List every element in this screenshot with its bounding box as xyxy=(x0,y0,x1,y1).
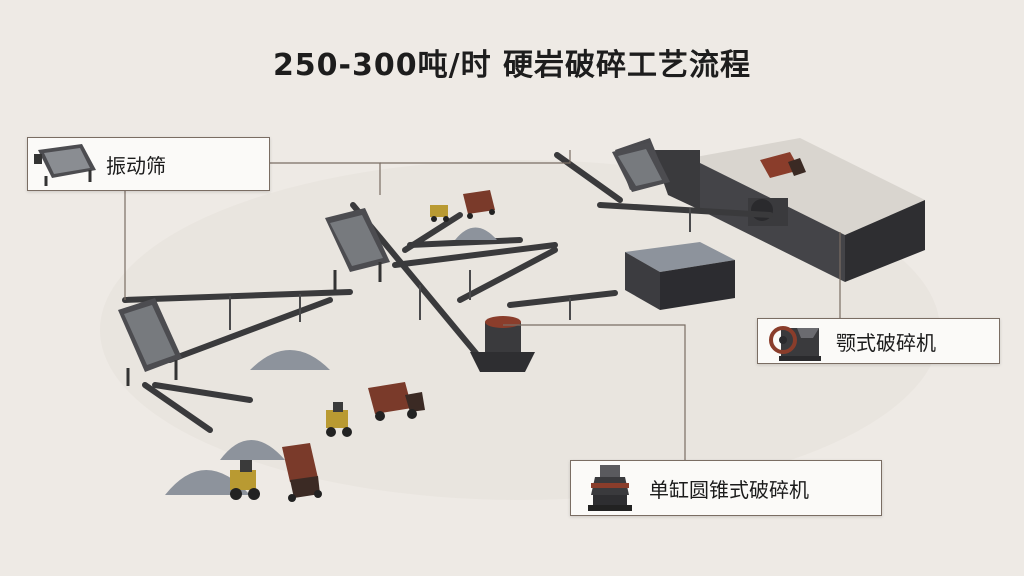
conveyor-4 xyxy=(407,237,523,248)
callout-vibrating-screen: 振动筛 xyxy=(27,137,270,191)
feed-bin xyxy=(652,138,925,282)
vibrating-screen-center xyxy=(325,208,390,290)
conveyor-7 xyxy=(122,289,353,303)
conveyor-11 xyxy=(152,382,253,403)
wheel-loader-2 xyxy=(230,460,260,500)
jaw-crusher-icon xyxy=(758,319,836,363)
conveyor-10 xyxy=(402,212,463,253)
conveyor-5 xyxy=(392,242,558,268)
conveyor-12 xyxy=(142,382,213,433)
vibrating-screen-left xyxy=(118,298,182,386)
wheel-loader-1 xyxy=(326,402,352,437)
dump-truck-3 xyxy=(463,190,495,219)
conveyor-8 xyxy=(167,297,333,363)
wheel-loader-3 xyxy=(430,205,449,222)
callout-label-cone: 单缸圆锥式破碎机 xyxy=(649,477,809,502)
vibrating-screen-icon xyxy=(28,138,106,190)
conveyor-6 xyxy=(457,247,558,303)
dump-truck-2 xyxy=(282,443,322,502)
callout-label-jaw: 颚式破碎机 xyxy=(836,330,936,355)
leader-line-cone xyxy=(503,324,686,460)
cone-crusher-icon xyxy=(571,461,649,515)
callout-cone-crusher: 单缸圆锥式破碎机 xyxy=(570,460,882,516)
material-pit xyxy=(625,242,735,310)
conveyor-2 xyxy=(597,202,773,218)
leader-line-screen-top xyxy=(380,150,571,164)
callout-jaw-crusher: 颚式破碎机 xyxy=(757,318,1000,364)
callout-label-screen: 振动筛 xyxy=(106,153,166,178)
stockpiles xyxy=(165,227,497,495)
cone-crusher-unit xyxy=(470,316,535,372)
vibrating-screen-top xyxy=(612,142,670,192)
dump-truck-1 xyxy=(368,382,425,421)
page-title: 250-300吨/时 硬岩破碎工艺流程 xyxy=(272,48,752,83)
conveyor-9 xyxy=(507,290,618,308)
dump-truck-top xyxy=(760,152,806,178)
